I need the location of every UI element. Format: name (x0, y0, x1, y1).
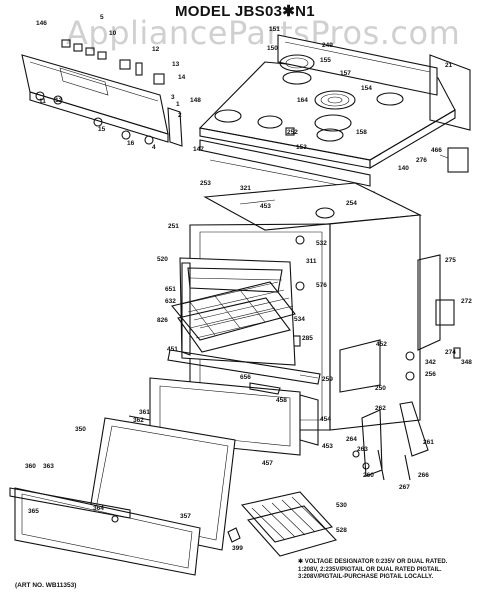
note-line: 3:208V/PIGTAIL-PURCHASE PIGTAIL LOCALLY. (298, 574, 434, 580)
callout-458: 458 (276, 397, 287, 404)
door-assembly (9, 377, 319, 576)
callout-5: 5 (100, 14, 104, 21)
callout-263: 263 (357, 446, 368, 453)
callout-272: 272 (461, 298, 472, 305)
callout-453: 453 (322, 443, 333, 450)
callout-362: 362 (133, 417, 144, 424)
callout-275: 275 (445, 257, 456, 264)
callout-250: 250 (375, 385, 386, 392)
callout-365: 365 (28, 508, 39, 515)
callout-13: 13 (172, 61, 180, 68)
callout-350: 350 (75, 426, 86, 433)
callout-363: 363 (43, 463, 54, 470)
callout-348: 348 (461, 359, 472, 366)
callout-264: 264 (346, 436, 357, 443)
callout-267: 267 (399, 484, 410, 491)
callout-534: 534 (294, 316, 305, 323)
callout-249: 249 (322, 42, 333, 49)
callout-12: 12 (152, 46, 160, 53)
callout-342: 342 (425, 359, 436, 366)
voltage-notes: ✱ VOLTAGE DESIGNATOR 0:235V OR DUAL RATE… (298, 559, 447, 582)
hinges (352, 401, 429, 481)
callout-1: 1 (176, 101, 180, 108)
callout-256: 256 (425, 371, 436, 378)
callout-311: 311 (306, 258, 317, 265)
broiler-pan (227, 491, 338, 557)
callout-520: 520 (157, 256, 168, 263)
callout-4: 4 (152, 144, 156, 151)
callout-357: 357 (180, 513, 191, 520)
callout-153: 153 (296, 144, 307, 151)
callout-364: 364 (93, 505, 104, 512)
callout-10: 10 (109, 30, 117, 37)
callout-260: 260 (363, 472, 374, 479)
control-panel (21, 39, 183, 147)
callout-452: 452 (376, 341, 387, 348)
callout-3: 3 (171, 94, 175, 101)
callout-457: 457 (262, 460, 273, 467)
callout-157: 157 (340, 70, 351, 77)
oven-body (189, 182, 461, 431)
callout-262: 262 (375, 405, 386, 412)
callout-164: 164 (297, 97, 308, 104)
callout-11: 11 (39, 98, 46, 105)
callout-656: 656 (240, 374, 251, 381)
callout-251: 251 (168, 223, 179, 230)
callout-150: 150 (267, 45, 278, 52)
callout-146: 146 (36, 20, 47, 27)
callout-399: 399 (232, 545, 243, 552)
callout-254: 254 (346, 200, 357, 207)
callout-651: 651 (165, 286, 176, 293)
callout-453: 453 (260, 203, 271, 210)
callout-252: 252 (287, 129, 298, 136)
callout-12: 12 (55, 97, 63, 104)
callout-253: 253 (200, 180, 211, 187)
callout-140: 140 (398, 165, 409, 172)
model-title: MODEL JBS03✱N1 (175, 3, 315, 20)
callout-259: 259 (322, 376, 333, 383)
callout-826: 826 (157, 317, 168, 324)
note-line: ✱ VOLTAGE DESIGNATOR 0:235V OR DUAL RATE… (298, 559, 448, 565)
callout-276: 276 (416, 157, 427, 164)
callout-151: 151 (269, 26, 280, 33)
callout-466: 466 (431, 147, 442, 154)
art-number: (ART NO. WB11353) (15, 582, 77, 589)
note-line: 1:208V, 2:235V/PIGTAIL OR DUAL RATED PIG… (298, 566, 442, 573)
callout-14: 14 (178, 74, 186, 81)
cooktop (198, 34, 471, 173)
callout-532: 532 (316, 240, 327, 247)
callout-285: 285 (302, 335, 313, 342)
callout-261: 261 (423, 439, 434, 446)
callout-266: 266 (418, 472, 429, 479)
callout-158: 158 (356, 129, 367, 136)
callout-451: 451 (167, 346, 178, 353)
callout-361: 361 (139, 409, 150, 416)
callout-2: 2 (178, 112, 182, 119)
callout-454: 454 (320, 416, 331, 423)
callout-528: 528 (336, 527, 347, 534)
callout-154: 154 (361, 85, 372, 92)
callout-21: 21 (445, 62, 453, 69)
callout-360: 360 (25, 463, 36, 470)
callout-155: 155 (320, 57, 331, 64)
callout-632: 632 (165, 298, 176, 305)
callout-274: 274 (445, 349, 456, 356)
callout-576: 576 (316, 282, 327, 289)
callout-530: 530 (336, 502, 347, 509)
callout-16: 16 (127, 140, 135, 147)
callout-148: 148 (190, 97, 201, 104)
callout-321: 321 (240, 185, 251, 192)
callout-147: 147 (193, 146, 204, 153)
oven-racks (167, 257, 321, 385)
callout-15: 15 (98, 126, 106, 133)
